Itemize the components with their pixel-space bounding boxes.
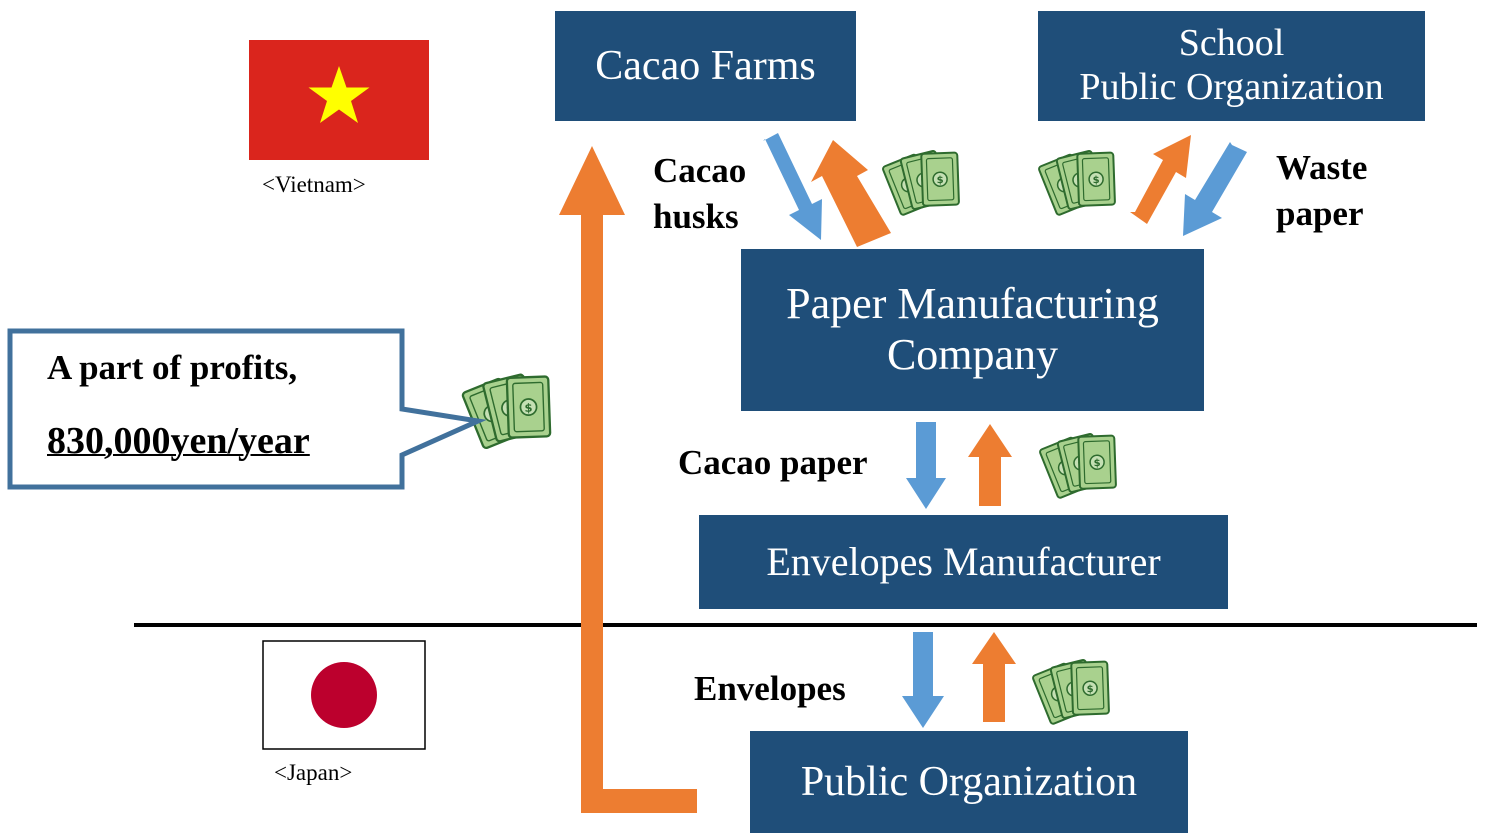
- waste-paper-label: Waste paper: [1276, 148, 1368, 233]
- company-label: Company: [886, 330, 1059, 379]
- envelopes-manufacturer-box: Envelopes Manufacturer: [699, 515, 1228, 609]
- school-label: School: [1178, 22, 1285, 65]
- cacao-husks-arrow: [763, 133, 822, 240]
- profit-callout-bubble: [7, 328, 487, 490]
- money-bills-icon: [1037, 147, 1122, 218]
- cacao-farms-label: Cacao Farms: [595, 42, 816, 89]
- japan-flag: [262, 640, 426, 750]
- payment-to-farms-arrow: [811, 140, 891, 247]
- envelopes-arrow: [902, 632, 944, 728]
- japan-label: <Japan>: [274, 760, 353, 785]
- money-bills-icon: [460, 370, 558, 451]
- public-organization-box: Public Organization: [750, 731, 1188, 833]
- cacao-paper-label: Cacao paper: [678, 443, 868, 482]
- vietnam-flag: [249, 40, 429, 160]
- money-bills-icon: [881, 147, 966, 218]
- payment-to-school-arrow: [1130, 135, 1191, 224]
- profit-callout-line1: A part of profits,: [47, 348, 298, 387]
- payment-to-envelopes-arrow: [972, 632, 1016, 722]
- cacao-husks-label: Cacao husks: [653, 151, 747, 236]
- envelopes-manufacturer-label: Envelopes Manufacturer: [766, 539, 1161, 584]
- money-bills-icon: [1031, 656, 1116, 727]
- paper-manufacturing-label: Paper Manufacturing: [786, 279, 1159, 329]
- profit-callout-amount: 830,000yen/year: [47, 420, 310, 462]
- payment-to-paper-arrow: [968, 424, 1012, 506]
- vietnam-label: <Vietnam>: [262, 172, 366, 197]
- public-organization-label: Public Organization: [800, 758, 1138, 805]
- cacao-paper-arrow: [906, 422, 946, 509]
- cacao-farms-box: Cacao Farms: [555, 11, 856, 121]
- school-public-organization-label: Public Organization: [1079, 66, 1384, 108]
- school-public-organization-box: School Public Organization: [1038, 11, 1425, 121]
- envelopes-label: Envelopes: [694, 669, 846, 708]
- profit-return-arrow: [559, 146, 697, 813]
- waste-paper-arrow: [1183, 142, 1247, 236]
- paper-manufacturing-company-box: Paper Manufacturing Company: [741, 249, 1204, 411]
- money-bills-icon: [1038, 430, 1123, 501]
